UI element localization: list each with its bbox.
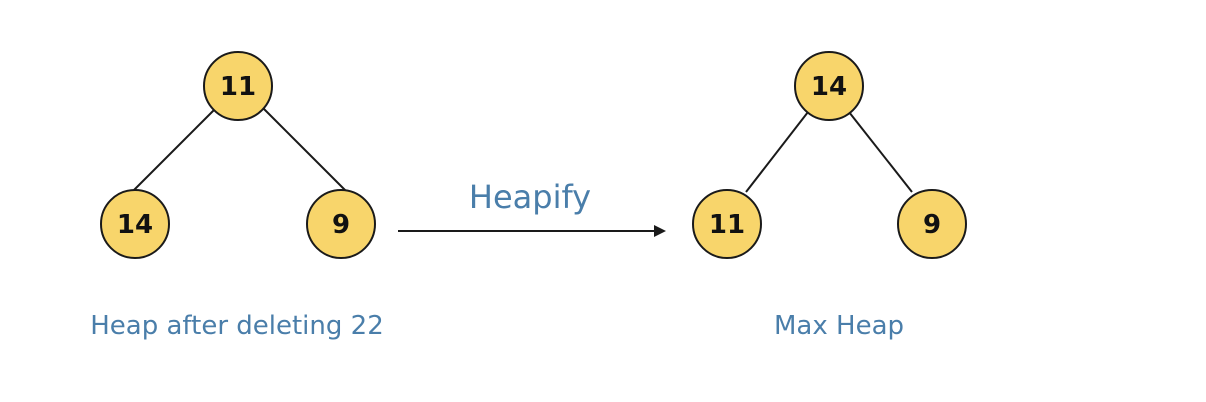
node-before-right: 9 — [306, 189, 376, 259]
node-after-root: 14 — [794, 51, 864, 121]
node-circle — [306, 189, 376, 259]
caption-after: Max Heap — [774, 311, 904, 341]
node-circle — [100, 189, 170, 259]
node-before-root: 11 — [203, 51, 273, 121]
node-circle — [897, 189, 967, 259]
node-value: 11 — [220, 72, 256, 102]
node-value: 9 — [332, 210, 350, 240]
edge-before-root-right — [262, 107, 348, 193]
node-value: 14 — [117, 210, 153, 240]
tree-after: 14 11 9 Max Heap — [692, 51, 967, 341]
heapify-label: Heapify — [469, 178, 591, 216]
caption-before: Heap after deleting 22 — [90, 311, 384, 341]
node-before-left: 14 — [100, 189, 170, 259]
node-value: 11 — [709, 210, 745, 240]
heapify-transition: Heapify — [398, 178, 666, 237]
node-circle — [203, 51, 273, 121]
node-value: 9 — [923, 210, 941, 240]
edge-before-root-left — [133, 109, 215, 191]
node-after-left: 11 — [692, 189, 762, 259]
node-value: 14 — [811, 72, 847, 102]
node-after-right: 9 — [897, 189, 967, 259]
edge-after-root-right — [848, 111, 913, 193]
tree-before: 11 14 9 Heap after deleting 22 — [90, 51, 384, 341]
edge-after-root-left — [745, 111, 809, 193]
node-circle — [692, 189, 762, 259]
node-circle — [794, 51, 864, 121]
